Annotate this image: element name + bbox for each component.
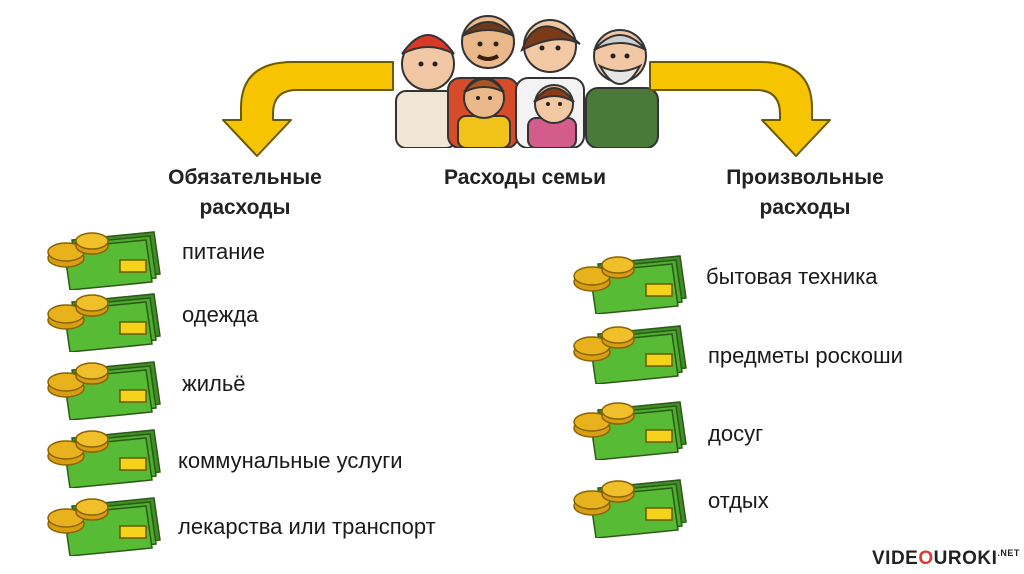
mandatory-item-3	[44, 358, 162, 425]
money-stack-icon	[570, 325, 688, 388]
videouroki-logo: VIDEOUROKI.NET	[872, 548, 1020, 569]
discretionary-item-3-label: досуг	[708, 421, 764, 446]
family-illustration	[395, 15, 659, 148]
right-arrow-icon	[649, 61, 831, 157]
mandatory-item-2	[44, 290, 162, 357]
mandatory-item-4-label: коммунальные услуги	[178, 448, 403, 473]
money-stack-icon	[44, 361, 162, 424]
left-arrow-icon	[222, 61, 394, 157]
discretionary-item-2-label: предметы роскоши	[708, 343, 903, 368]
discretionary-heading-line2: расходы	[759, 196, 851, 219]
money-stack-icon	[44, 429, 162, 492]
discretionary-item-1-label: бытовая техника	[706, 264, 878, 289]
money-stack-icon	[570, 401, 688, 464]
mandatory-item-2-label: одежда	[182, 302, 259, 327]
mandatory-item-5	[44, 494, 162, 561]
discretionary-item-1	[570, 252, 688, 319]
discretionary-item-4-label: отдых	[708, 488, 769, 513]
discretionary-heading: Произвольные расходы	[700, 163, 910, 223]
mandatory-item-4	[44, 426, 162, 493]
discretionary-item-3	[570, 398, 688, 465]
mandatory-item-5-label: лекарства или транспорт	[178, 514, 436, 539]
logo-text: VIDEOUROKI	[872, 548, 998, 569]
money-stack-icon	[44, 231, 162, 294]
mandatory-heading-line1: Обязательные	[168, 166, 322, 189]
money-stack-icon	[44, 293, 162, 356]
money-stack-icon	[570, 255, 688, 318]
mandatory-item-1	[44, 228, 162, 295]
discretionary-item-4	[570, 476, 688, 543]
mandatory-item-1-label: питание	[182, 239, 265, 264]
mandatory-item-3-label: жильё	[182, 371, 246, 396]
mandatory-heading-line2: расходы	[199, 196, 291, 219]
mandatory-heading: Обязательные расходы	[140, 163, 350, 223]
money-stack-icon	[44, 497, 162, 560]
money-stack-icon	[570, 479, 688, 542]
page-title: Расходы семьи	[443, 166, 607, 189]
discretionary-heading-line1: Произвольные	[726, 166, 884, 189]
discretionary-item-2	[570, 322, 688, 389]
